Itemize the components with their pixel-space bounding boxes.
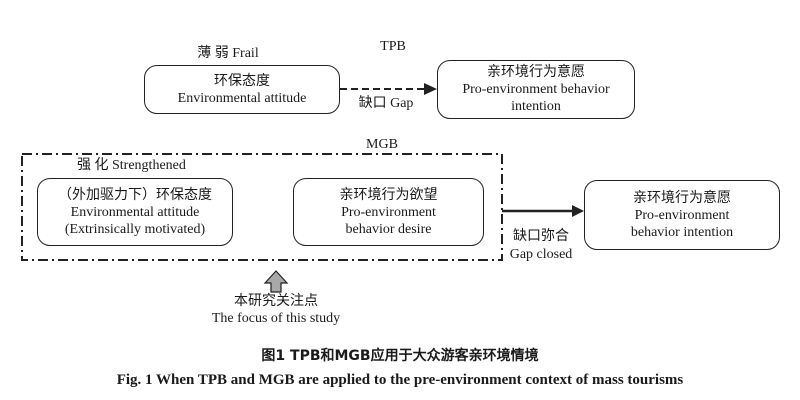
mgb-intention-en1: Pro-environment [634,207,730,223]
mgb-attitude-en2: (Extrinsically motivated) [64,221,206,237]
tpb-gap-arrowhead [424,83,437,95]
mgb-desire-box: 亲环境行为欲望 Pro-environment behavior desire [293,178,484,246]
mgb-gap-closed-en: Gap closed [509,247,573,262]
focus-label-zh: 本研究关注点 [234,294,318,309]
mgb-gap-closed-zh: 缺口弥合 [513,229,569,244]
focus-arrow [263,270,289,293]
mgb-intention-en2: behavior intention [630,224,734,240]
mgb-intention-zh: 亲环境行为意愿 [633,190,731,206]
mgb-attitude-zh: （外加驱力下）环保态度 [58,187,212,203]
mgb-attitude-box: （外加驱力下）环保态度 Environmental attitude (Extr… [37,178,233,246]
tpb-gap-label: 缺口 Gap [358,96,414,111]
tpb-attitude-zh: 环保态度 [214,73,270,89]
tpb-attitude-en: Environmental attitude [177,90,307,106]
mgb-desire-en1: Pro-environment [341,204,436,220]
mgb-attitude-en1: Environmental attitude [70,204,200,220]
mgb-intention-box: 亲环境行为意愿 Pro-environment behavior intenti… [584,180,780,250]
tpb-intention-box: 亲环境行为意愿 Pro-environment behavior intenti… [437,60,635,119]
figure-caption-zh: 图1 TPB和MGB应用于大众游客亲环境情境 [261,348,539,364]
mgb-strengthened-label: 强 化 Strengthened [77,158,186,173]
mgb-frame [21,153,503,261]
mgb-gap-closed-arrowhead [572,205,584,217]
tpb-frail-label: 薄 弱 Frail [197,46,259,61]
tpb-intention-en1: Pro-environment behavior [462,82,610,97]
mgb-title: MGB [366,137,398,152]
tpb-attitude-box: 环保态度 Environmental attitude [144,65,340,114]
tpb-intention-zh: 亲环境行为意愿 [487,65,585,80]
focus-label-en: The focus of this study [211,311,341,326]
mgb-desire-en2: behavior desire [345,221,432,237]
tpb-intention-en2: intention [511,99,561,114]
figure-caption-en: Fig. 1 When TPB and MGB are applied to t… [116,372,684,388]
tpb-title: TPB [380,39,406,54]
mgb-desire-zh: 亲环境行为欲望 [339,187,438,203]
